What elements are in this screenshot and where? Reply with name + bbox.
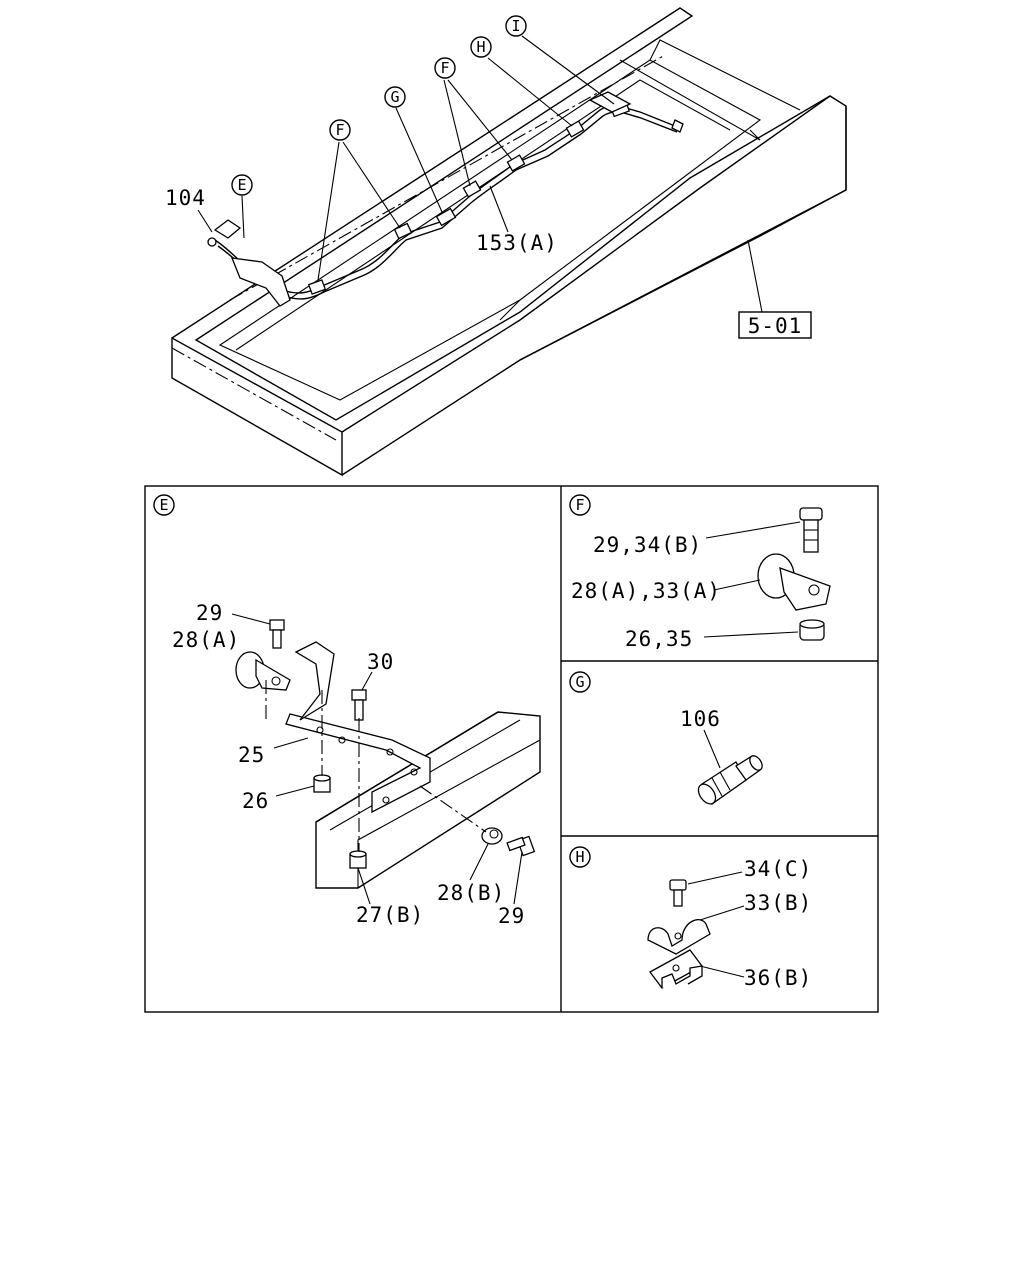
bolt-30	[351, 689, 367, 721]
bolt-29-bottom	[506, 835, 536, 857]
reference-text: 5-01	[748, 314, 803, 338]
label-e-27b: 27(B)	[356, 903, 424, 927]
overview-callout-h: H	[470, 36, 492, 58]
callout-h-text: H	[476, 38, 485, 56]
label-104: 104	[165, 186, 206, 210]
detail-g: G 106	[569, 671, 763, 805]
clip-33b	[647, 919, 711, 955]
overview-callout-e: E	[231, 174, 253, 196]
label-h-36b: 36(B)	[744, 966, 812, 990]
overview-callout-f1: F	[329, 119, 351, 141]
frame-body	[171, 7, 847, 477]
label-g-106: 106	[680, 707, 721, 731]
overview-callout-g: G	[384, 86, 406, 108]
callout-e-text: E	[237, 176, 246, 194]
nut-26-35	[799, 619, 825, 641]
detail-h-title: H	[575, 848, 584, 866]
detail-e-title: E	[159, 496, 168, 514]
label-e-28b: 28(B)	[437, 881, 505, 905]
callout-f1-text: F	[335, 121, 344, 139]
detail-f: F 29,34(B) 28(A),33(A) 26,35	[569, 494, 831, 651]
detail-e: E	[153, 494, 541, 928]
label-e-30: 30	[367, 650, 394, 674]
connector-106	[697, 755, 763, 805]
label-f-28a-33a: 28(A),33(A)	[571, 579, 721, 603]
label-h-33b: 33(B)	[744, 891, 812, 915]
pipe-clips	[207, 91, 684, 307]
callout-f2-text: F	[440, 59, 449, 77]
nut-26	[313, 774, 331, 793]
clip-36b	[649, 949, 703, 989]
detail-h: H 34(C) 33(B) 36(B)	[569, 846, 812, 990]
reference-box: 5-01	[738, 311, 812, 339]
bolt-34c	[669, 879, 687, 907]
clip-28b	[481, 827, 503, 845]
detail-g-title: G	[575, 673, 584, 691]
label-e-26: 26	[242, 789, 269, 813]
overview-callout-i: I	[505, 15, 527, 37]
clip-28a	[235, 651, 291, 691]
overview-callout-f2: F	[434, 57, 456, 79]
label-153a: 153(A)	[476, 231, 558, 255]
clip-28a-33a	[757, 553, 831, 611]
detail-f-title: F	[575, 496, 584, 514]
bolt-29-top	[269, 619, 285, 649]
label-e-29-bottom: 29	[498, 904, 525, 928]
label-f-26-35: 26,35	[625, 627, 693, 651]
label-e-25: 25	[238, 743, 265, 767]
label-f-29-34b: 29,34(B)	[593, 533, 702, 557]
callout-g-text: G	[390, 88, 399, 106]
nut-27b	[349, 850, 367, 869]
label-e-29-top: 29	[196, 601, 223, 625]
detail-frame	[144, 485, 879, 1013]
overview-leaders	[197, 35, 763, 313]
callout-i-text: I	[511, 17, 520, 35]
label-h-34c: 34(C)	[744, 857, 812, 881]
label-e-28a: 28(A)	[172, 628, 240, 652]
bolt-29-34b	[799, 507, 823, 553]
